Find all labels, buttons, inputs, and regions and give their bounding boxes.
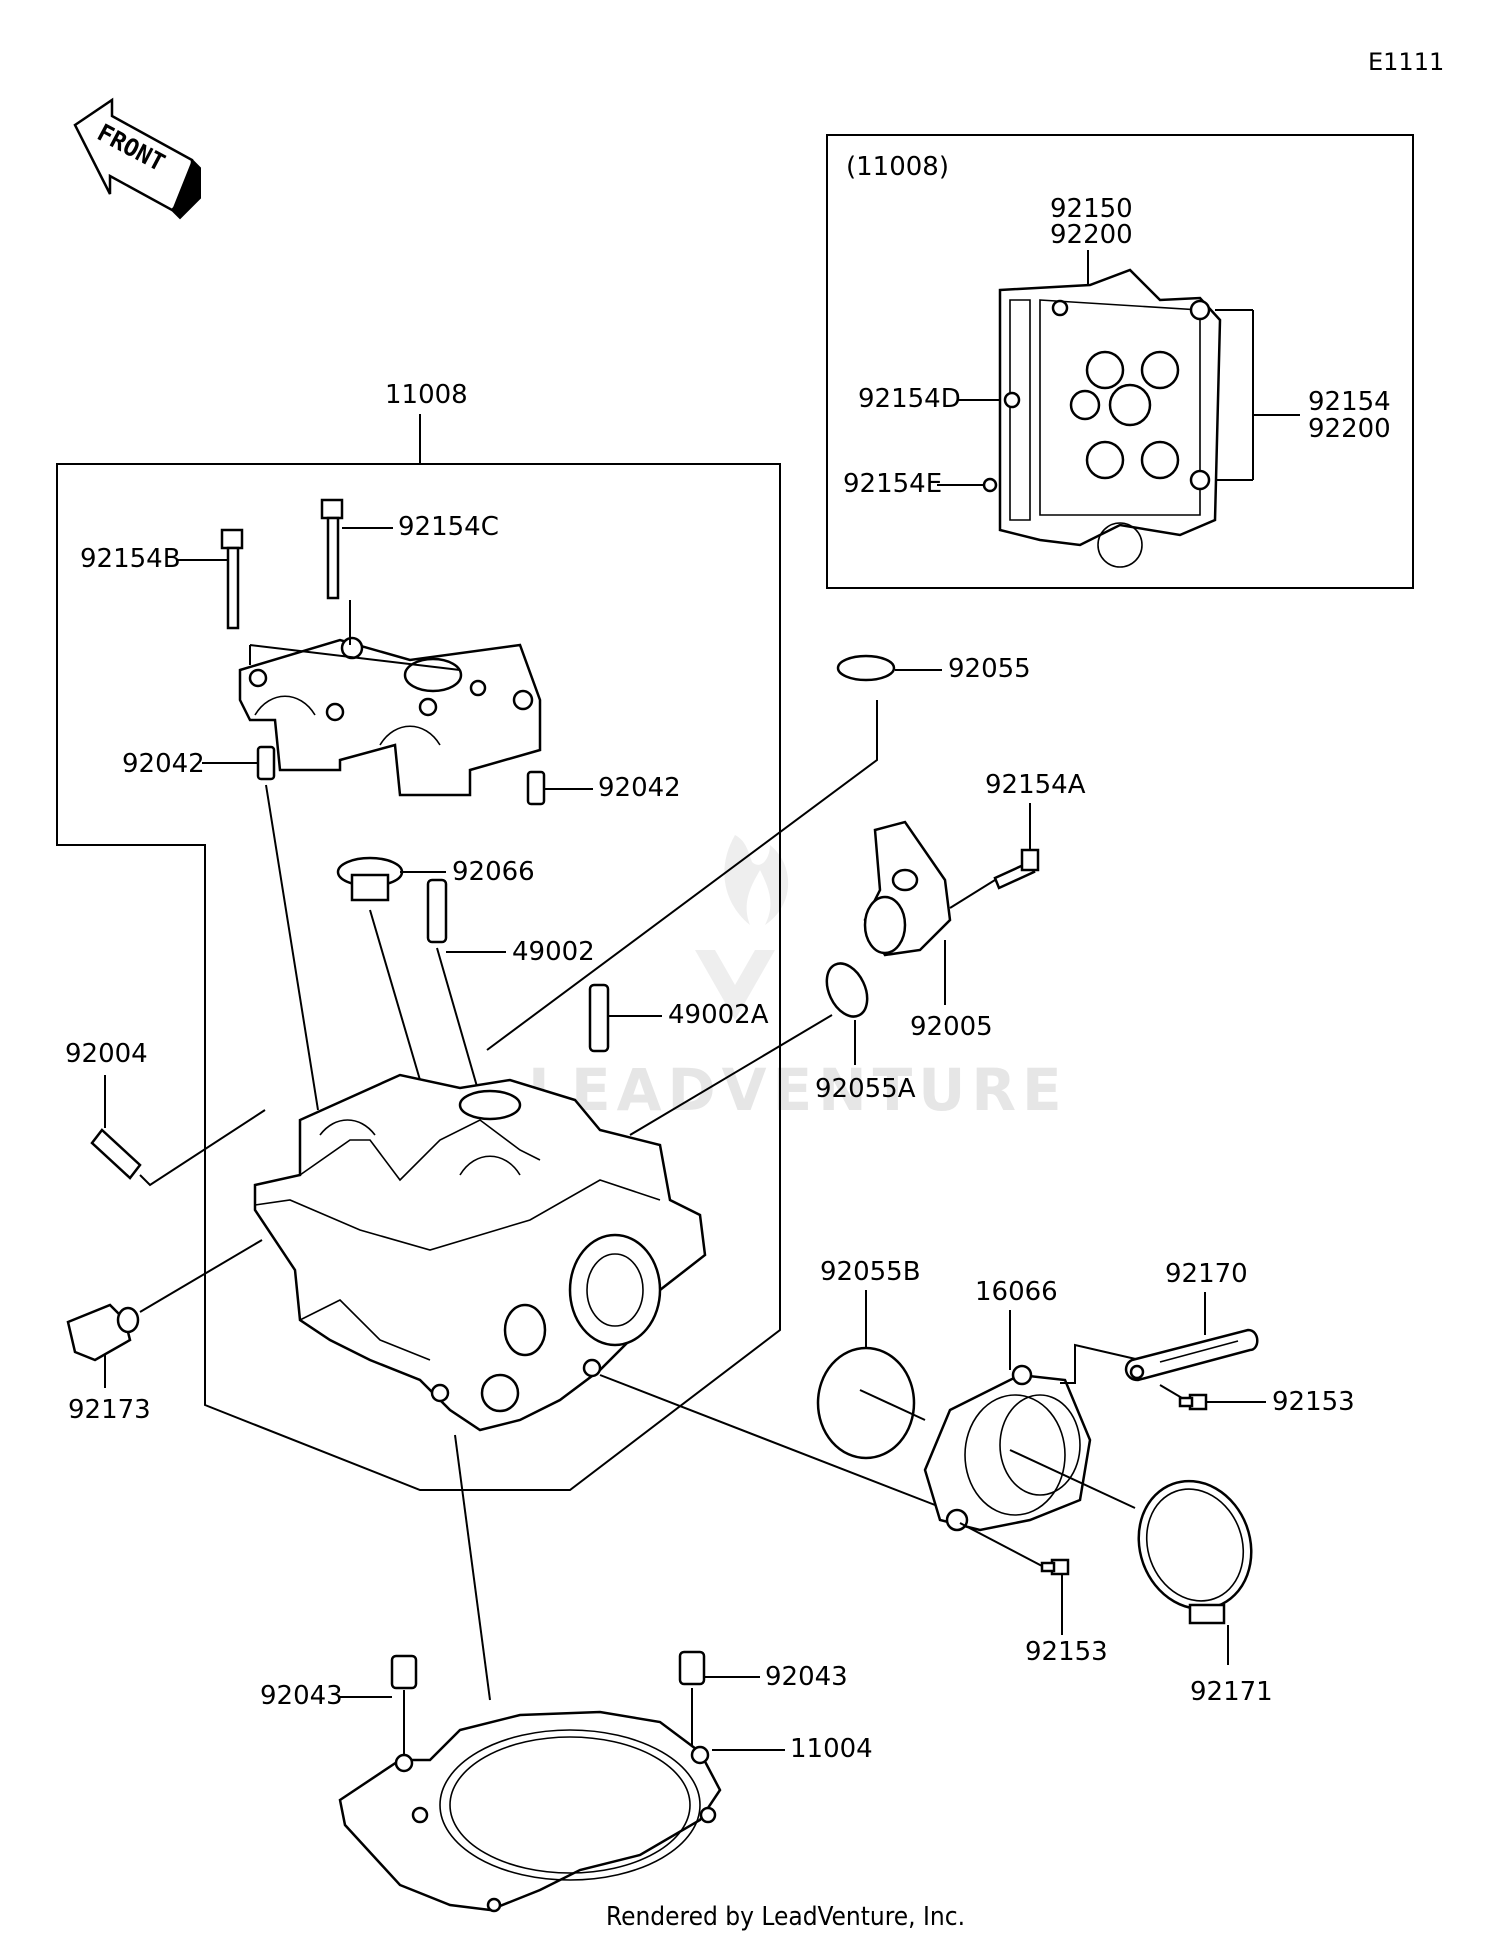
clamp-92171 xyxy=(1137,1479,1253,1625)
label-92154B: 92154B xyxy=(80,544,181,574)
dowel-92043-right xyxy=(678,1650,706,1686)
label-92043-left: 92043 xyxy=(260,1681,343,1711)
label-92042-right: 92042 xyxy=(598,773,681,803)
o-ring-92055 xyxy=(836,654,896,682)
plate-92170 xyxy=(1124,1328,1259,1382)
intake-holder-16066 xyxy=(923,1364,1092,1532)
inset-label-92154D: 92154D xyxy=(858,384,961,414)
head-gasket-11004 xyxy=(338,1710,722,1913)
label-92055A: 92055A xyxy=(815,1074,916,1104)
watermark-text: LEADVENTURE xyxy=(528,1056,1068,1124)
inset-label-92200-top: 92200 xyxy=(1050,220,1133,250)
cylinder-head-top-view xyxy=(982,268,1222,568)
label-11008: 11008 xyxy=(385,380,468,410)
inset-ref: (11008) xyxy=(846,152,949,182)
inset-box: (11008) 92150 92200 92154D 92154E 92154 … xyxy=(826,134,1414,589)
inset-label-92150: 92150 xyxy=(1050,194,1133,224)
plug-92066 xyxy=(336,856,404,902)
label-92004: 92004 xyxy=(65,1039,148,1069)
bolt-92154A xyxy=(993,848,1040,890)
label-92154A: 92154A xyxy=(985,770,1086,800)
label-92153-upper: 92153 xyxy=(1272,1387,1355,1417)
label-92173: 92173 xyxy=(68,1395,151,1425)
label-92170: 92170 xyxy=(1165,1259,1248,1289)
screw-92153-lower xyxy=(1040,1558,1070,1576)
footer-credit: Rendered by LeadVenture, Inc. xyxy=(606,1902,965,1932)
assembly-frame: 11008 xyxy=(56,380,781,1491)
label-92055B: 92055B xyxy=(820,1257,921,1287)
fitting-92173 xyxy=(66,1303,140,1362)
label-92171: 92171 xyxy=(1190,1677,1273,1707)
dowel-92043-left xyxy=(390,1654,418,1690)
guide-49002A xyxy=(588,983,610,1053)
o-ring-92055B xyxy=(816,1346,916,1460)
label-92042-left: 92042 xyxy=(122,749,205,779)
label-11004: 11004 xyxy=(790,1734,873,1764)
label-92153-lower: 92153 xyxy=(1025,1637,1108,1667)
label-92154C: 92154C xyxy=(398,512,499,542)
bolt-92154B xyxy=(220,528,244,630)
bolt-92154C xyxy=(320,498,344,600)
watermark: LEADVENTURE xyxy=(528,835,1068,1124)
stud-92004 xyxy=(90,1128,142,1180)
label-92055: 92055 xyxy=(948,654,1031,684)
dowel-92042-right xyxy=(526,770,546,806)
diagram-id: E1111 xyxy=(1368,48,1444,76)
label-16066: 16066 xyxy=(975,1277,1058,1307)
o-ring-92055A xyxy=(825,962,869,1018)
water-fitting-92005 xyxy=(863,820,952,957)
inset-label-92154E: 92154E xyxy=(843,469,942,499)
label-92005: 92005 xyxy=(910,1012,993,1042)
screw-92153-upper xyxy=(1178,1393,1208,1411)
cylinder-head xyxy=(253,1073,707,1432)
inset-label-92154: 92154 xyxy=(1308,387,1391,417)
label-49002A: 49002A xyxy=(668,1000,769,1030)
inset-label-92200-right: 92200 xyxy=(1308,414,1391,444)
guide-49002 xyxy=(426,878,448,944)
label-49002: 49002 xyxy=(512,937,595,967)
label-92043-right: 92043 xyxy=(765,1662,848,1692)
front-arrow-icon: FRONT xyxy=(73,97,201,220)
dowel-92042-left xyxy=(256,745,276,781)
label-92066: 92066 xyxy=(452,857,535,887)
